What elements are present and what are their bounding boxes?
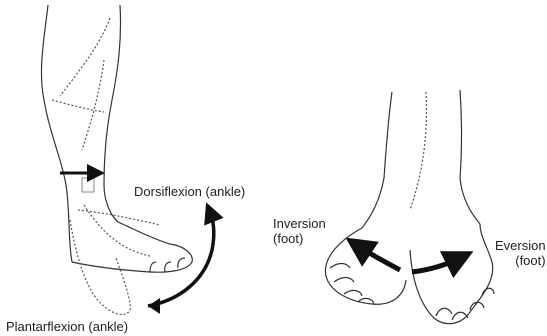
eversion-label-line1: Eversion	[495, 238, 546, 253]
inversion-label-line2: (foot)	[273, 231, 326, 246]
inversion-arrow	[358, 246, 400, 270]
plantarflexion-label: Plantarflexion (ankle)	[6, 319, 128, 334]
eversion-label-line2: (foot)	[495, 253, 546, 268]
leg-illustration	[41, 5, 192, 315]
feet-illustration	[325, 90, 494, 324]
dorsiflexion-label: Dorsiflexion (ankle)	[134, 184, 245, 199]
eversion-arrow	[412, 258, 460, 272]
inversion-label: Inversion (foot)	[273, 216, 326, 246]
eversion-label: Eversion (foot)	[495, 238, 546, 268]
inversion-label-line1: Inversion	[273, 216, 326, 231]
plantarflexion-arrowhead	[148, 298, 160, 314]
